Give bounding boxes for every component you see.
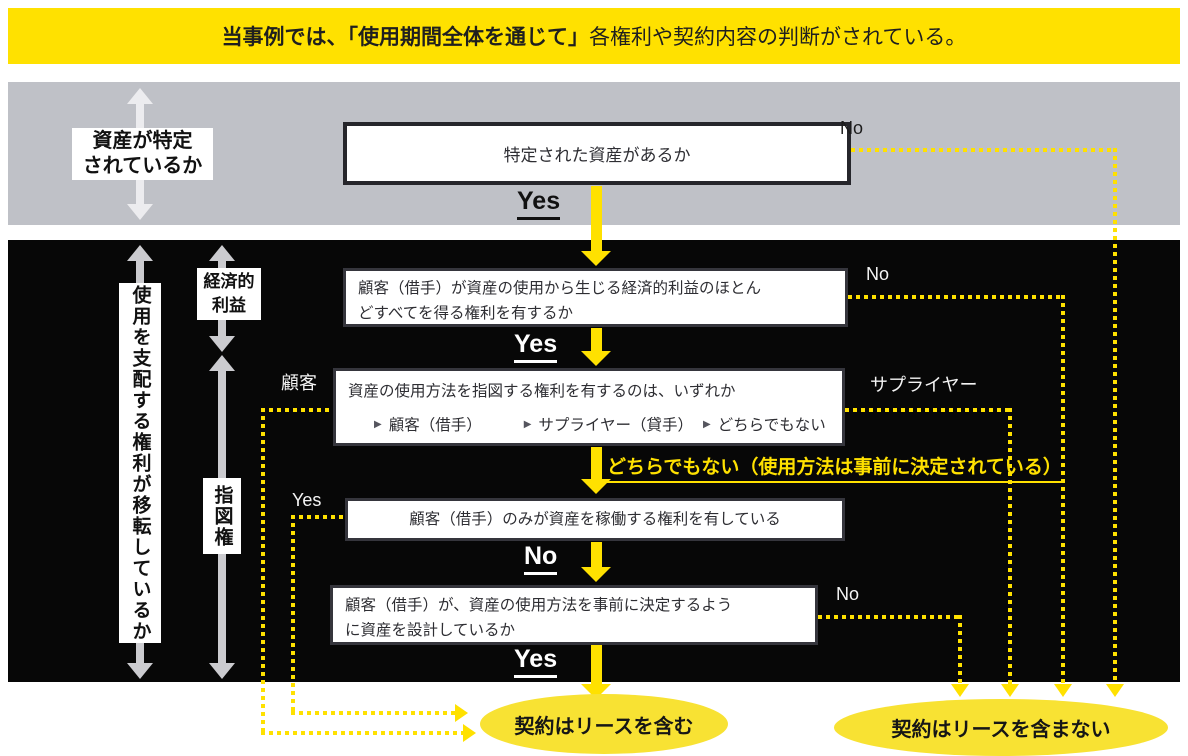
q5-no-connector-v	[958, 615, 962, 684]
q3-title: 資産の使用方法を指図する権利を有するのは、いずれか	[348, 383, 736, 400]
arrow-up-icon	[127, 88, 153, 104]
arrow-down-icon	[127, 663, 153, 679]
q3-options-row: ▶ 顧客（借手） ▶ サプライヤー（貸手） ▶ どちらでもない	[348, 413, 830, 435]
q2-no-arrowhead-icon	[1054, 684, 1072, 697]
q3-option-supplier-label: サプライヤー（貸手）	[538, 417, 693, 434]
outcome-lease-ellipse: 契約はリースを含む	[480, 694, 728, 754]
q1-yes-arrow	[581, 186, 611, 266]
q3-option-supplier: ▶ サプライヤー（貸手）	[524, 413, 693, 435]
q1-no-connector-h	[851, 148, 1117, 152]
arrow-up-icon	[209, 355, 235, 371]
q5-yes-label: Yes	[514, 645, 558, 678]
q2-yes-label: Yes	[514, 330, 558, 363]
q3-supplier-connector-v	[1008, 408, 1012, 684]
q1-yes-label: Yes	[517, 187, 561, 220]
title-banner: 当事例では、「使用期間全体を通じて」各権利や契約内容の判断がされている。	[8, 8, 1180, 64]
banner-text-regular: 各権利や契約内容の判断がされている。	[589, 26, 967, 49]
outcome-lease-text: 契約はリースを含む	[514, 715, 694, 738]
q2-no-connector-v	[1061, 295, 1065, 684]
arrow-down-icon	[581, 351, 611, 366]
outcome-no-lease-ellipse: 契約はリースを含まない	[834, 699, 1168, 756]
q2-text-line2: どすべてを得る権利を有するか	[358, 305, 573, 322]
q2-box: 顧客（借手）が資産の使用から生じる経済的利益のほとん どすべてを得る権利を有する…	[343, 268, 848, 327]
q4-yes-connector-h2	[291, 711, 455, 715]
outcome-no-lease-text: 契約はリースを含まない	[891, 719, 1111, 741]
arrow-up-icon	[209, 245, 235, 261]
q1-no-label: No	[840, 118, 864, 138]
banner-text-bold: 当事例では、「使用期間全体を通じて」	[221, 26, 590, 49]
q3-option-customer: ▶ 顧客（借手）	[374, 413, 482, 435]
q3-customer-arrowhead-icon	[463, 724, 476, 742]
q1-text: 特定された資産があるか	[503, 146, 691, 165]
q4-yes-arrowhead-icon	[455, 704, 468, 722]
q3-customer-connector-v	[261, 408, 265, 735]
q4-yes-connector-v	[291, 515, 295, 715]
q5-box: 顧客（借手）が、資産の使用方法を事前に決定するよう に資産を設計しているか	[330, 585, 818, 645]
q3-box: 資産の使用方法を指図する権利を有するのは、いずれか ▶ 顧客（借手） ▶ サプラ…	[333, 368, 845, 446]
q5-yes-arrow	[581, 645, 611, 699]
q4-yes-connector-h1	[291, 515, 345, 519]
arrow-down-icon	[581, 251, 611, 266]
q5-no-connector-h	[818, 615, 962, 619]
direction-right-label: 指図権	[203, 478, 241, 554]
q4-yes-label: Yes	[292, 490, 322, 510]
q1-box: 特定された資産があるか	[343, 122, 851, 185]
q1-no-connector-v	[1113, 148, 1117, 684]
q5-text-line2: に資産を設計しているか	[345, 622, 516, 639]
q2-text-line1: 顧客（借手）が資産の使用から生じる経済的利益のほとん	[358, 280, 762, 297]
q2-yes-arrow	[581, 328, 611, 366]
economic-benefit-label-line1: 経済的	[203, 272, 255, 291]
q4-no-label: No	[524, 542, 558, 575]
q3-customer-connector-h2	[261, 731, 463, 735]
q4-no-arrow	[581, 542, 611, 582]
asset-identified-label-line1: 資産が特定	[92, 130, 193, 152]
q3-option-customer-label: 顧客（借手）	[388, 417, 482, 434]
q3-neither-label: どちらでもない（使用方法は事前に決定されている）	[607, 452, 1062, 483]
q3-option-neither-label: どちらでもない	[717, 417, 826, 434]
q5-text-line1: 顧客（借手）が、資産の使用方法を事前に決定するよう	[345, 597, 733, 614]
economic-benefit-label-line2: 利益	[212, 296, 246, 315]
asset-identified-label-line2: されているか	[82, 155, 203, 177]
q3-supplier-arrowhead-icon	[1001, 684, 1019, 697]
q2-no-label: No	[866, 264, 890, 284]
arrow-down-icon	[581, 567, 611, 582]
q5-no-label: No	[836, 584, 860, 604]
q2-no-connector-h	[848, 295, 1065, 299]
q3-supplier-connector-h	[845, 408, 1012, 412]
q5-no-arrowhead-icon	[951, 684, 969, 697]
arrow-down-icon	[209, 336, 235, 352]
q3-option-neither: ▶ どちらでもない	[703, 413, 826, 435]
arrow-up-icon	[127, 245, 153, 261]
triangle-bullet-icon: ▶	[702, 418, 711, 430]
q4-text: 顧客（借手）のみが資産を稼働する権利を有している	[409, 511, 781, 528]
control-transfer-label: 使用を支配する権利が移転しているか	[119, 283, 161, 643]
economic-benefit-label: 経済的 利益	[197, 268, 261, 320]
arrow-down-icon	[127, 204, 153, 220]
q3-supplier-label: サプライヤー	[870, 375, 978, 395]
arrow-down-icon	[581, 479, 611, 494]
q3-customer-connector-h1	[261, 408, 333, 412]
arrow-down-icon	[209, 663, 235, 679]
triangle-bullet-icon: ▶	[374, 418, 382, 430]
q3-neither-arrow	[581, 447, 611, 494]
q4-box: 顧客（借手）のみが資産を稼働する権利を有している	[345, 498, 845, 541]
q1-no-arrowhead-icon	[1106, 684, 1124, 697]
q3-customer-label: 顧客	[281, 373, 317, 393]
asset-identified-label: 資産が特定 されているか	[72, 128, 213, 180]
triangle-bullet-icon: ▶	[523, 418, 532, 430]
